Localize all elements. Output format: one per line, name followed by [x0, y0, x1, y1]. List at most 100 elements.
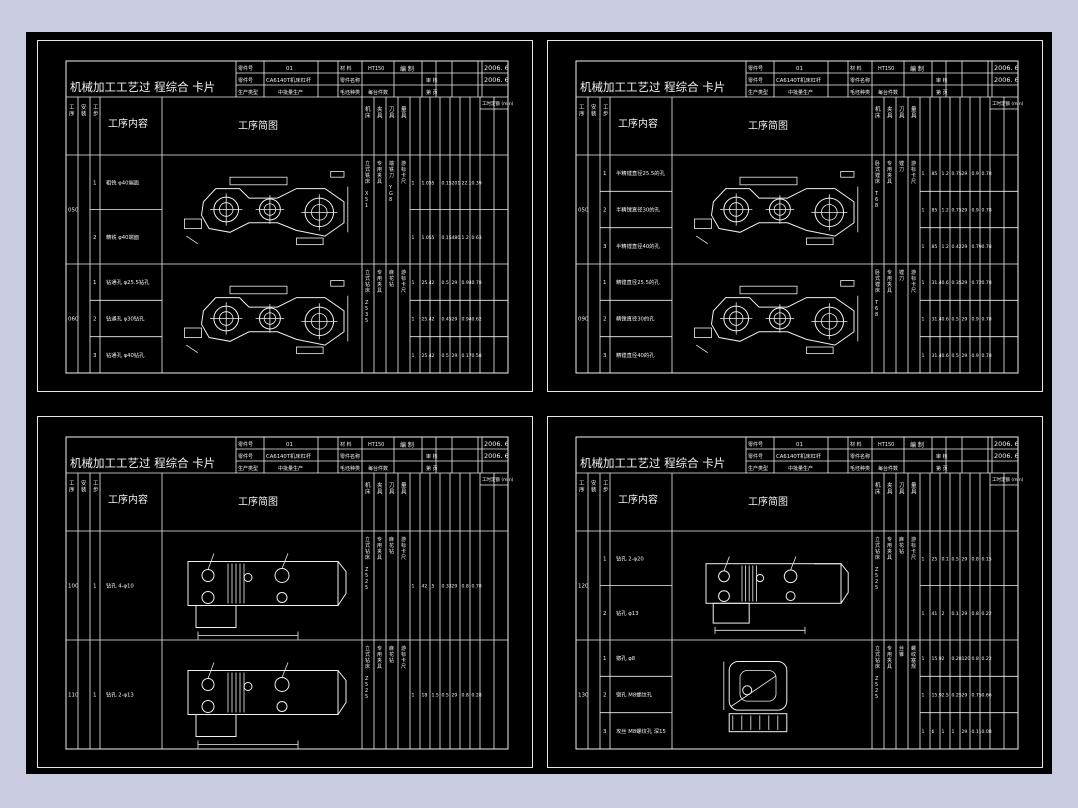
step-param: 1	[412, 353, 415, 359]
blank-label: 毛坯种类	[850, 89, 870, 96]
step-param: 31.4	[932, 280, 942, 286]
production-type: 中批量生产	[788, 465, 813, 472]
weight-label: 每台件数	[878, 465, 898, 472]
step-param: 25.4	[422, 280, 432, 286]
col-head-machine: 机床	[875, 481, 881, 496]
step-description: 半精镗直径30的孔	[616, 206, 661, 214]
col-head-sketch: 工序简图	[238, 495, 278, 508]
card-title: 机械加工工艺过 程综合 卡片	[70, 456, 215, 470]
step-param: 29	[962, 353, 968, 359]
col-head-gongbu: 工步	[603, 480, 609, 494]
part-name: CA6140T机床杠杆	[776, 76, 822, 84]
table-rule	[186, 235, 198, 245]
step-param: 1.2	[942, 208, 949, 214]
col-head-process: 工序内容	[108, 493, 148, 506]
part-no-label-2: 零件号	[748, 453, 763, 460]
step-param: 0.6	[942, 317, 949, 323]
material: HT150	[368, 66, 384, 72]
col-head-tool: 刀具	[389, 482, 395, 496]
step-param: 0.5	[952, 353, 959, 359]
material: HT150	[368, 442, 384, 448]
col-head-gongxu: 工序	[69, 104, 75, 118]
drawn-label: 编 制	[910, 441, 924, 449]
detail-sketch	[723, 661, 788, 733]
check-label: 审 核	[936, 77, 948, 84]
step-param: 1	[412, 180, 415, 186]
col-head-fixture: 夹具	[887, 481, 893, 496]
step-param: 1	[922, 208, 925, 214]
step-param: 18	[422, 693, 428, 699]
step-param: 5	[432, 235, 435, 241]
step-param: 29	[962, 280, 968, 286]
part-sketch	[183, 171, 349, 246]
step-param: 2.5	[942, 693, 949, 699]
table-rule	[696, 235, 708, 245]
step-param: 0.39	[472, 180, 482, 186]
col-head-process: 工序内容	[108, 117, 148, 130]
part-no-label-2: 零件号	[238, 77, 253, 84]
table-frame	[65, 60, 509, 374]
step-param: 85	[932, 171, 938, 177]
step-param: 29	[962, 208, 968, 214]
table-rule	[696, 344, 708, 354]
step-param: 29	[962, 693, 968, 699]
step-param: 0.1	[942, 556, 949, 562]
production-label: 生产类型	[748, 89, 768, 96]
op-number: 050	[68, 208, 79, 214]
step-param: 25.4	[422, 317, 432, 323]
cad-drawing-canvas[interactable]: 机械加工工艺过 程综合 卡片 零件号 01 材 料 HT150 编 制 2006. 6 零件号…	[26, 32, 1052, 774]
step-param: 0.15	[442, 180, 452, 186]
step-param: 29	[452, 280, 458, 286]
col-head-fixture: 夹具	[377, 481, 383, 496]
step-number: 2	[93, 317, 97, 323]
op-fixture: 专用夹具	[377, 536, 382, 561]
blank-label: 毛坯种类	[850, 465, 870, 472]
step-param: 201	[452, 180, 461, 186]
step-param: 0.94	[462, 280, 472, 286]
op-number: 090	[578, 317, 589, 323]
material-label: 材 料	[850, 441, 862, 448]
step-param: 0.78	[472, 584, 482, 590]
step-number: 1	[93, 584, 97, 590]
step-param: 1	[922, 244, 925, 250]
step-param: 0.22	[982, 656, 992, 662]
col-head-sketch: 工序简图	[238, 119, 278, 132]
step-param: 29	[962, 317, 968, 323]
plate-sketch	[187, 553, 347, 640]
op-fixture: 专用夹具	[887, 269, 892, 294]
date-1: 2006. 6	[484, 440, 509, 448]
op-fixture: 专用夹具	[887, 160, 892, 185]
step-param: 1	[412, 584, 415, 590]
step-param: 5	[432, 180, 435, 186]
col-head-anzhuang: 安装	[81, 479, 87, 494]
drawn-label: 编 制	[910, 65, 924, 73]
step-param: 0.5	[952, 317, 959, 323]
step-param: 0.22	[982, 611, 992, 617]
drawn-label: 编 制	[400, 441, 414, 449]
step-param: 0.9	[972, 208, 979, 214]
op-gauge: 游标卡尺	[911, 536, 916, 561]
step-param: 2	[432, 280, 435, 286]
col-head-gauge: 量具	[911, 482, 917, 496]
col-head-time: 工时定额 (min)	[992, 476, 1024, 483]
step-param: 1.5	[432, 693, 439, 699]
step-param: 0.66	[982, 693, 992, 699]
part-no: 01	[286, 442, 293, 448]
weight-label: 每台件数	[368, 89, 388, 96]
step-param: 31.4	[932, 353, 942, 359]
step-param: 0.75	[972, 693, 982, 699]
col-head-machine: 机床	[875, 105, 881, 120]
leader-line	[730, 675, 777, 707]
step-number: 1	[93, 180, 97, 186]
col-head-gongxu: 工序	[69, 480, 75, 494]
step-param: 2	[942, 656, 945, 662]
step-description: 精镗直径40的孔	[616, 351, 655, 359]
step-number: 1	[603, 171, 607, 177]
